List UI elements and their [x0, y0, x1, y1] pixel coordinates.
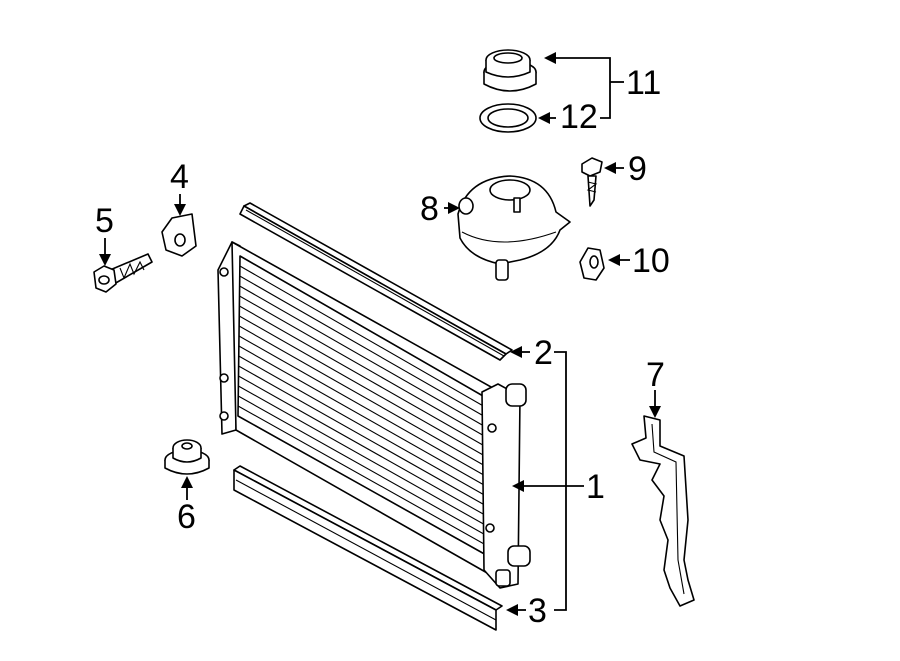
radiator-fin-line [238, 355, 490, 498]
radiator-fin-line [238, 385, 489, 528]
radiator-fin-line [238, 345, 490, 489]
radiator-fin-line [238, 365, 489, 508]
radiator-fin-line [239, 265, 491, 411]
radiator-fin-line [238, 315, 490, 459]
seal-ring [479, 103, 537, 133]
mounting-bolt [93, 253, 153, 293]
expansion-tank [457, 175, 571, 281]
callout-1: 1 [586, 468, 605, 506]
callout-2: 2 [534, 334, 553, 372]
tank-screw [581, 157, 603, 207]
radiator-core-fins [237, 265, 491, 547]
callout-9: 9 [628, 150, 647, 188]
radiator-fin-line [238, 325, 490, 469]
callout-7: 7 [646, 356, 665, 394]
lower-seal-strip [233, 465, 503, 631]
radiator-fin-line [239, 295, 490, 440]
callout-10: 10 [632, 242, 670, 280]
radiator-fin-line [237, 395, 489, 537]
radiator-fin-line [239, 275, 491, 420]
upper-seal-strip [239, 202, 513, 361]
callout-5: 5 [95, 202, 114, 240]
callout-8: 8 [420, 190, 439, 228]
grommet [164, 439, 210, 475]
callout-4: 4 [170, 158, 189, 196]
callout-6: 6 [177, 498, 196, 536]
radiator-fin-line [238, 375, 489, 518]
callout-11: 11 [626, 64, 661, 102]
radiator-fin-line [237, 405, 489, 547]
radiator-fin-line [238, 335, 490, 479]
clip-nut [579, 247, 605, 281]
radiator-fin-line [239, 305, 490, 450]
callout-12: 12 [560, 98, 598, 136]
air-deflector [631, 415, 695, 607]
callout-labels: 1 2 3 4 5 6 7 8 9 10 11 12 [95, 64, 670, 630]
mount-bracket [161, 213, 197, 257]
radiator [217, 241, 531, 589]
callout-3: 3 [528, 592, 547, 630]
leader-lines [99, 52, 661, 616]
radiator-fin-line [239, 285, 490, 430]
filler-cap [483, 49, 537, 92]
